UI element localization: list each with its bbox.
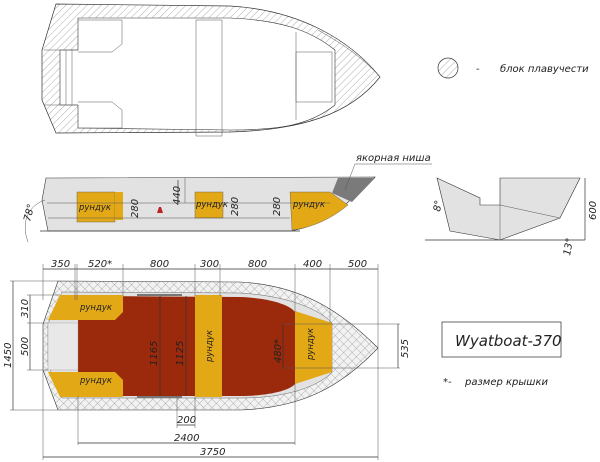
plan-storage-stern-top	[48, 295, 123, 320]
plan-storage-stern-bottom	[48, 372, 123, 397]
svg-text:500: 500	[348, 259, 367, 270]
side-storage-2	[194, 191, 224, 219]
hatch-swatch-icon	[437, 57, 459, 79]
svg-text:520*: 520*	[88, 259, 112, 270]
svg-text:480*: 480*	[273, 339, 284, 363]
top-hull-interior	[59, 17, 336, 131]
svg-text:78°: 78°	[22, 203, 37, 223]
svg-text:400: 400	[303, 259, 322, 270]
anchor-niche-label: якорная ниша	[356, 153, 431, 164]
side-storage-1	[76, 191, 116, 223]
legend-label: блок плавучести	[500, 63, 589, 75]
model-title: Wyatboat-370	[455, 332, 562, 350]
svg-text:440: 440	[172, 186, 183, 205]
svg-text:13°: 13°	[562, 237, 576, 256]
svg-text:рундук: рундук	[79, 376, 113, 386]
svg-text:200: 200	[177, 415, 196, 426]
svg-text:*-: *-	[443, 377, 452, 388]
svg-text:350: 350	[51, 259, 70, 270]
svg-text:1165: 1165	[149, 341, 160, 366]
svg-text:280: 280	[130, 199, 141, 218]
svg-text:535: 535	[400, 339, 411, 358]
svg-text:рундук: рундук	[292, 200, 326, 210]
svg-text:рундук: рундук	[306, 327, 316, 361]
legend-float-block: - блок плавучести	[437, 57, 589, 79]
svg-text:280: 280	[272, 197, 283, 216]
side-view: 440 280 280 280 рундук рундук рундук яко…	[22, 153, 432, 243]
top-view	[41, 3, 381, 137]
svg-text:500: 500	[20, 337, 31, 356]
plan-storage-seat	[195, 295, 222, 397]
svg-text:800: 800	[150, 259, 169, 270]
svg-text:рундук: рундук	[79, 303, 113, 313]
front-hull	[436, 177, 581, 241]
svg-text:600: 600	[588, 201, 599, 220]
svg-text:рундук: рундук	[195, 200, 229, 210]
svg-text:300: 300	[200, 259, 219, 270]
anchor-niche	[332, 178, 375, 202]
floor-area	[78, 296, 295, 396]
svg-text:280: 280	[230, 197, 241, 216]
lid-note: размер крышки	[464, 377, 548, 388]
title-block: Wyatboat-370	[441, 321, 562, 358]
svg-text:800: 800	[248, 259, 267, 270]
svg-text:1125: 1125	[175, 341, 186, 366]
svg-text:1450: 1450	[3, 343, 14, 368]
front-view: 600 8° 13°	[425, 177, 599, 257]
side-storage-3	[289, 191, 349, 231]
svg-text:3750: 3750	[200, 447, 225, 458]
svg-text:-: -	[476, 64, 480, 75]
top-bow-line	[317, 29, 381, 78]
svg-text:8°: 8°	[432, 199, 445, 212]
svg-text:310: 310	[20, 299, 31, 318]
svg-text:рундук: рундук	[205, 329, 215, 363]
svg-text:2400: 2400	[174, 433, 199, 444]
svg-text:рундук: рундук	[78, 203, 112, 213]
plan-view: рундук рундук рундук рундук 1165 1125 48…	[3, 259, 411, 460]
plan-storage-bow	[295, 311, 332, 384]
